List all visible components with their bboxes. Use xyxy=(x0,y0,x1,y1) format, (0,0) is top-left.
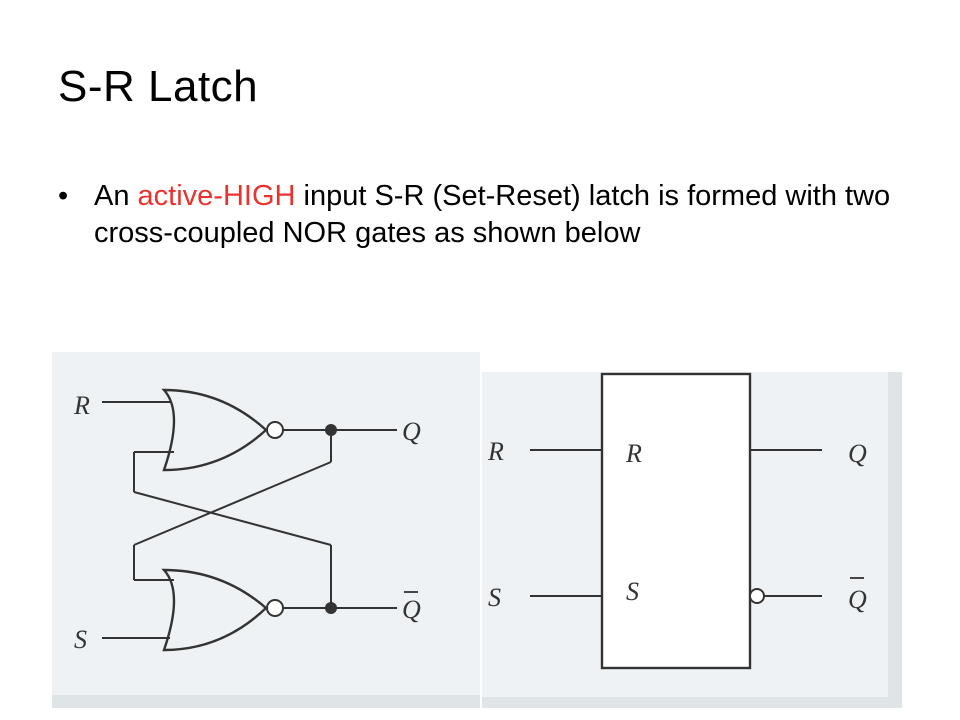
symbol-label-r: R xyxy=(487,437,504,466)
bullet-dot-icon: • xyxy=(58,180,69,212)
logic-diagram-bottom-edge xyxy=(52,695,480,708)
bullet-highlight: active-HIGH xyxy=(137,180,296,212)
bullet-text-post: input S-R (Set-Reset) latch is formed wi… xyxy=(94,180,891,249)
symbol-bottom-edge xyxy=(482,697,902,708)
logic-label-q: Q xyxy=(402,417,421,446)
logic-diagram: R S Q Q xyxy=(52,352,480,708)
latch-figure-svg: R S Q Q xyxy=(52,352,902,708)
symbol-inner-r: R xyxy=(625,439,642,468)
slide-title: S-R Latch xyxy=(58,62,259,111)
top-nor-bubble xyxy=(266,421,284,439)
symbol-label-s: S xyxy=(488,583,501,612)
bottom-nor-bubble xyxy=(266,599,284,617)
bottom-nor-gate xyxy=(161,568,268,652)
logic-label-qbar: Q xyxy=(402,595,421,624)
bullet-item: • An active-HIGH input S-R (Set-Reset) l… xyxy=(58,178,898,252)
logic-diagram-background xyxy=(52,352,480,708)
latch-symbol: R S R S Q Q xyxy=(482,372,902,708)
symbol-inner-s: S xyxy=(626,577,639,606)
symbol-right-edge xyxy=(888,372,902,708)
logic-label-r: R xyxy=(73,391,90,420)
symbol-qbar-bubble xyxy=(749,588,765,604)
latch-figure: R S Q Q xyxy=(52,352,902,708)
cross-wire-2 xyxy=(133,461,332,546)
top-nor-gate xyxy=(161,388,268,472)
symbol-label-q: Q xyxy=(848,439,867,468)
bullet-list: • An active-HIGH input S-R (Set-Reset) l… xyxy=(58,178,898,252)
cross-wire-1 xyxy=(133,491,332,546)
logic-label-s: S xyxy=(74,625,87,654)
qbar-junction-dot xyxy=(325,602,337,614)
symbol-label-qbar: Q xyxy=(848,585,867,614)
latch-block xyxy=(600,372,752,670)
bullet-text-pre: An xyxy=(94,180,138,212)
